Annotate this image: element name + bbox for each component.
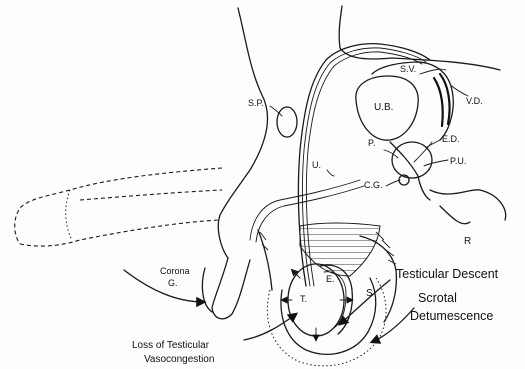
label-s: S bbox=[366, 288, 373, 299]
seminal-vesicle-dark-2 bbox=[434, 78, 443, 126]
testicular-descent-arrow bbox=[340, 280, 390, 324]
label-sp: S.P. bbox=[248, 98, 264, 108]
label-u: U. bbox=[312, 160, 321, 170]
flaccid-glans bbox=[66, 190, 72, 240]
label-corona-1: Corona bbox=[160, 266, 190, 276]
label-cg: C.G. bbox=[364, 180, 383, 190]
body-outline-back bbox=[339, 6, 500, 70]
label-testicular-descent: Testicular Descent bbox=[396, 267, 499, 281]
flaccid-penis-lower bbox=[20, 220, 220, 246]
label-ub: U.B. bbox=[374, 102, 393, 113]
label-scrotal-1: Scrotal bbox=[418, 291, 457, 305]
label-scrotal-2: Detumescence bbox=[410, 309, 493, 323]
label-pu: P.U. bbox=[450, 156, 466, 166]
label-loss-1: Loss of Testicular bbox=[132, 340, 210, 351]
label-sv: S.V. bbox=[400, 64, 416, 74]
label-t: T. bbox=[300, 294, 307, 304]
scrotum-outline bbox=[281, 278, 376, 354]
symphysis-pubis bbox=[277, 107, 297, 137]
corona-glans bbox=[202, 268, 212, 312]
label-loss-2: Vasocongestion bbox=[144, 354, 214, 365]
buttock-outline bbox=[440, 206, 470, 224]
flaccid-urethra bbox=[80, 190, 222, 200]
label-p: P. bbox=[368, 138, 375, 148]
label-r: R bbox=[464, 236, 471, 247]
penis-shaft bbox=[212, 258, 250, 319]
scrotal-detumescence-arrow bbox=[372, 308, 414, 342]
label-vd: V.D. bbox=[466, 96, 483, 106]
perineum-outline bbox=[430, 190, 506, 220]
body-outline-front bbox=[218, 8, 267, 258]
label-e: E. bbox=[326, 274, 335, 284]
label-corona-2: G. bbox=[168, 278, 178, 288]
label-ed: E.D. bbox=[442, 134, 460, 144]
